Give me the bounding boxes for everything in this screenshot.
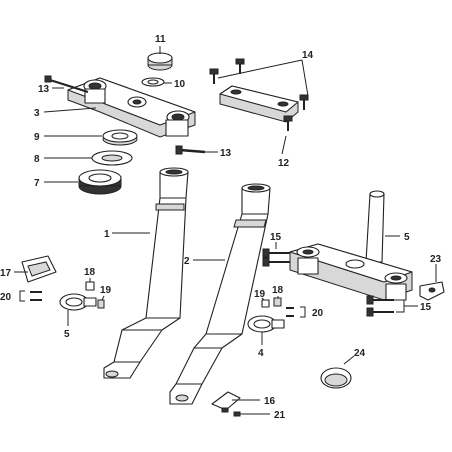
callout-11: 11 bbox=[155, 34, 166, 45]
callout-23: 23 bbox=[430, 254, 442, 265]
part-20-bolts-left bbox=[30, 291, 42, 301]
callout-18-right: 18 bbox=[272, 285, 284, 296]
part-12-handlebar-clamp bbox=[219, 85, 299, 123]
callout-15-bottom: 15 bbox=[420, 302, 432, 313]
callout-10: 10 bbox=[174, 79, 186, 90]
part-21-screws bbox=[221, 407, 241, 417]
callout-13-pinch: 13 bbox=[220, 148, 232, 159]
part-11-top-nut bbox=[147, 52, 173, 71]
leader-lines bbox=[14, 46, 437, 415]
part-2-fork-leg bbox=[169, 183, 271, 405]
part-18-19-small-parts-right bbox=[261, 297, 294, 317]
callout-20-right: 20 bbox=[312, 308, 324, 319]
callout-19-right: 19 bbox=[254, 289, 266, 300]
callout-4: 5 bbox=[404, 232, 410, 243]
callout-labels: 11 10 13 3 9 8 7 13 14 12 1 2 5 15 17 20… bbox=[0, 34, 442, 421]
part-1-fork-leg bbox=[103, 167, 189, 379]
part-10-washer bbox=[141, 77, 165, 87]
callout-13-top: 13 bbox=[38, 84, 50, 95]
callout-5-right: 4 bbox=[258, 348, 264, 359]
callout-3: 3 bbox=[34, 108, 40, 119]
callout-5-left: 5 bbox=[64, 329, 70, 340]
callout-24: 24 bbox=[354, 348, 366, 359]
callout-7: 7 bbox=[34, 178, 40, 189]
part-4-lower-triple-clamp bbox=[289, 190, 413, 301]
part-24-o-ring bbox=[320, 367, 352, 389]
part-3-upper-triple-clamp bbox=[67, 77, 196, 138]
callout-18-left: 18 bbox=[84, 267, 96, 278]
part-16-clip bbox=[211, 391, 241, 411]
part-14-bolts bbox=[209, 58, 309, 131]
callout-8: 8 bbox=[34, 154, 40, 165]
part-5-clamp-left bbox=[59, 293, 97, 311]
part-23-bracket bbox=[419, 281, 445, 301]
part-13-bolt-left bbox=[44, 75, 89, 93]
callout-21: 21 bbox=[274, 410, 286, 421]
callout-15-top: 15 bbox=[270, 232, 282, 243]
part-15-bolts-lower bbox=[366, 295, 394, 317]
callout-20-left: 20 bbox=[0, 292, 12, 303]
callout-1: 1 bbox=[104, 229, 110, 240]
callout-2: 2 bbox=[184, 256, 190, 267]
callout-19-left: 19 bbox=[100, 285, 112, 296]
callout-14: 14 bbox=[302, 50, 314, 61]
callout-16: 16 bbox=[264, 396, 276, 407]
part-13-pinch-bolt bbox=[175, 145, 206, 155]
part-8-dust-seal bbox=[91, 150, 133, 166]
callout-9: 9 bbox=[34, 132, 40, 143]
part-9-bearing bbox=[102, 129, 138, 146]
callout-17: 17 bbox=[0, 268, 12, 279]
callout-12: 12 bbox=[278, 158, 290, 169]
part-7-adjusting-nut bbox=[78, 169, 122, 195]
part-17-strap bbox=[21, 255, 57, 283]
part-5-clamp-right bbox=[247, 315, 285, 333]
part-15-bolts-upper bbox=[262, 248, 290, 267]
